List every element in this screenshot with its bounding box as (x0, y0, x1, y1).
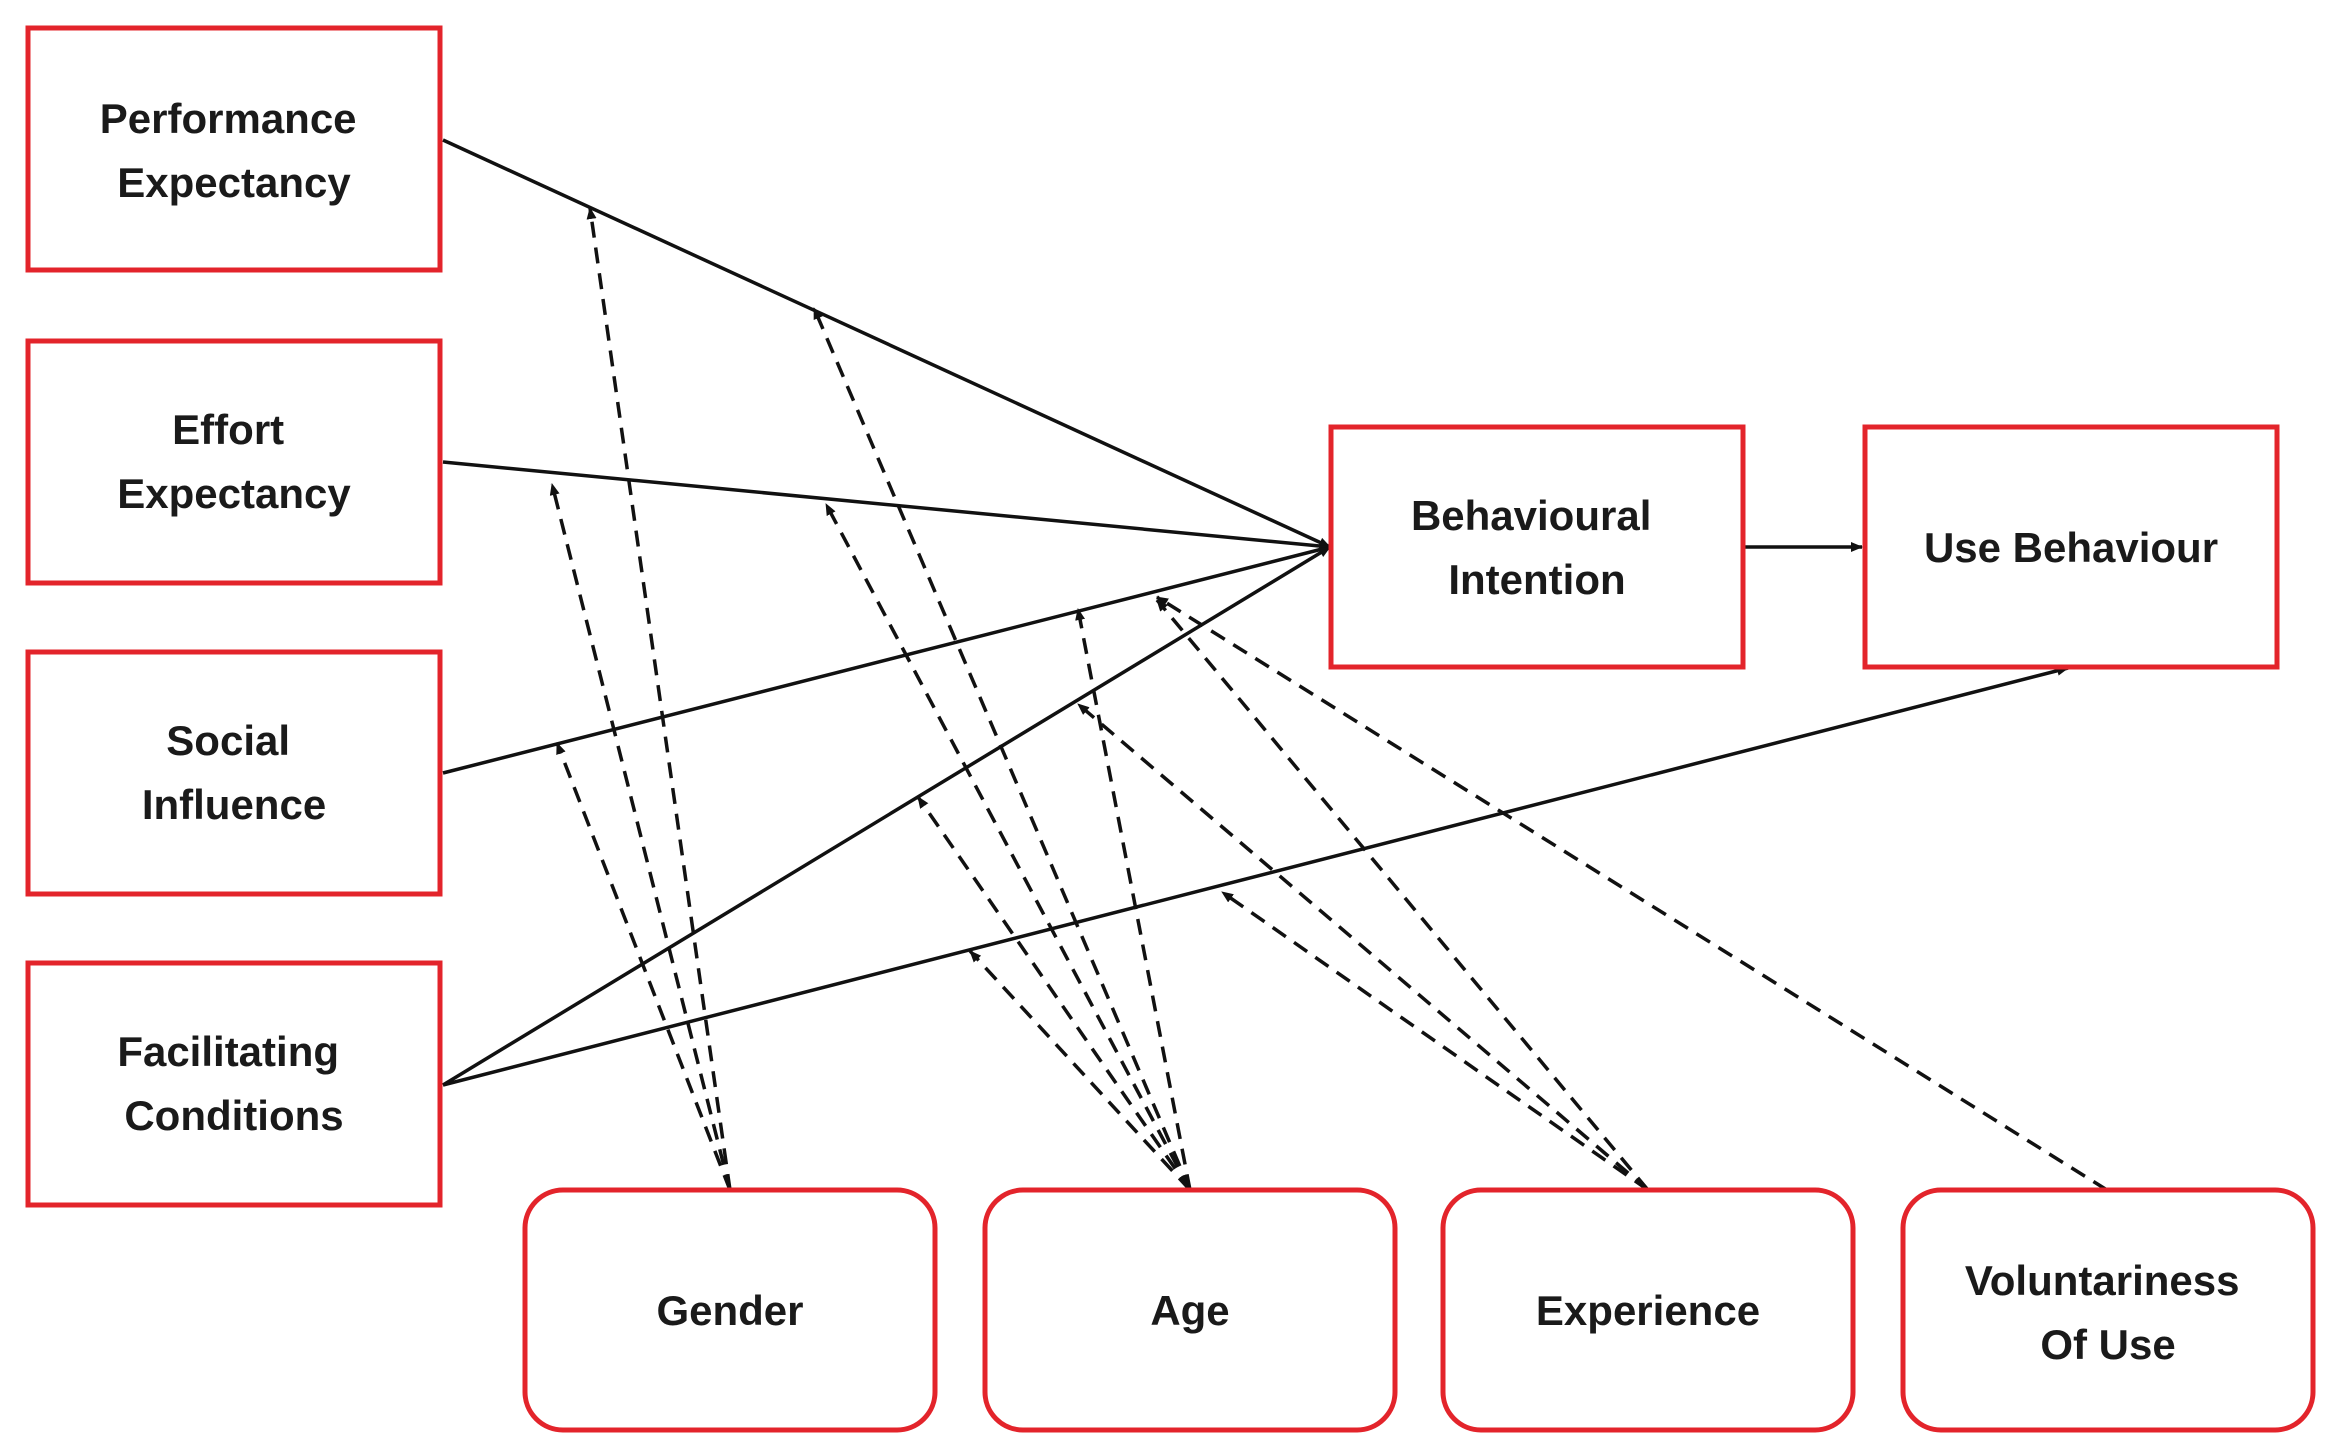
age-label: Age (1150, 1287, 1229, 1334)
moderation-age-facilitating-conditions-bi-path (916, 796, 1192, 1191)
moderation-experience-social-influence-path (1155, 598, 1650, 1192)
voluntariness-of-use-label-line-2: Of Use (2040, 1321, 2175, 1368)
arrow-performance-expectancy-to-behavioural-intention (442, 138, 1331, 549)
svg-text:Age: Age (1150, 1287, 1229, 1334)
performance-expectancy-label-line-1: Performance (100, 95, 357, 142)
behavioural-intention-label-line-2: Intention (1448, 556, 1625, 603)
behavioural-intention-box: Behavioural Intention (1328, 424, 1746, 670)
social-influence-label-line-1: Social (166, 717, 290, 764)
social-influence-label-line-2: Influence (142, 781, 326, 828)
moderation-gender-performance-expectancy-path (586, 207, 732, 1191)
svg-text:Performance Expectancy: Performance Expectancy (100, 95, 368, 206)
svg-text:Behavioural Intention: Behavioural Intention (1411, 492, 1663, 603)
effort-expectancy-box: Effort Expectancy (25, 338, 443, 586)
moderation-experience-effort-expectancy-path (1076, 702, 1650, 1192)
moderation-age-facilitating-conditions-ub-path (968, 949, 1192, 1192)
behavioural-intention-label-line-1: Behavioural (1411, 492, 1651, 539)
moderation-age-effort-expectancy-path (824, 503, 1192, 1191)
use-behaviour-box: Use Behaviour (1862, 424, 2280, 670)
arrow-facilitating-conditions-to-use-behaviour (442, 665, 2069, 1087)
experience-box: Experience (1440, 1187, 1856, 1433)
arrow-facilitating-conditions-to-behavioural-intention (442, 545, 1331, 1087)
performance-expectancy-label-line-2: Expectancy (117, 159, 351, 206)
moderation-gender-effort-expectancy-path (549, 483, 732, 1191)
effort-expectancy-label-line-2: Expectancy (117, 470, 351, 517)
gender-box: Gender (522, 1187, 938, 1433)
facilitating-conditions-label-line-2: Conditions (124, 1092, 343, 1139)
svg-text:Effort Expectancy: Effort Expectancy (117, 406, 351, 517)
moderation-age-performance-expectancy-path (812, 307, 1192, 1191)
gender-label: Gender (656, 1287, 803, 1334)
social-influence-box: Social Influence (25, 649, 443, 897)
moderation-arrows (549, 207, 2108, 1192)
moderation-gender-social-influence-path (555, 742, 732, 1191)
facilitating-conditions-label-line-1: Facilitating (117, 1028, 339, 1075)
moderation-age-social-influence-path (1075, 608, 1192, 1191)
use-behaviour-label: Use Behaviour (1924, 524, 2218, 571)
svg-text:Voluntariness Of Use: Voluntariness Of Use (1965, 1257, 2251, 1368)
experience-label: Experience (1536, 1287, 1760, 1334)
voluntariness-of-use-label-line-1: Voluntariness (1965, 1257, 2240, 1304)
performance-expectancy-box: Performance Expectancy (25, 25, 443, 273)
voluntariness-of-use-box: Voluntariness Of Use (1900, 1187, 2316, 1433)
svg-text:Social Influence: Social Influence (142, 717, 326, 828)
arrow-social-influence-to-behavioural-intention (442, 544, 1331, 775)
svg-text:Gender: Gender (656, 1287, 803, 1334)
moderation-voluntariness-social-influence-path (1156, 595, 2108, 1192)
moderator-boxes: Gender Age Experience Voluntariness Of U… (522, 1187, 2316, 1433)
svg-text:Experience: Experience (1536, 1287, 1760, 1334)
effort-expectancy-label-line-1: Effort (172, 406, 284, 453)
age-box: Age (982, 1187, 1398, 1433)
svg-text:Facilitating Condition: Facilitating Conditions (117, 1028, 350, 1139)
relationship-arrows (442, 138, 2069, 1087)
svg-text:Use Behaviour: Use Behaviour (1924, 524, 2218, 571)
moderation-experience-facilitating-conditions-path (1220, 890, 1650, 1192)
arrow-effort-expectancy-to-behavioural-intention (442, 460, 1331, 551)
facilitating-conditions-box: Facilitating Conditions (25, 960, 443, 1208)
construct-boxes: Performance Expectancy Effort Expectancy… (25, 25, 2280, 1208)
